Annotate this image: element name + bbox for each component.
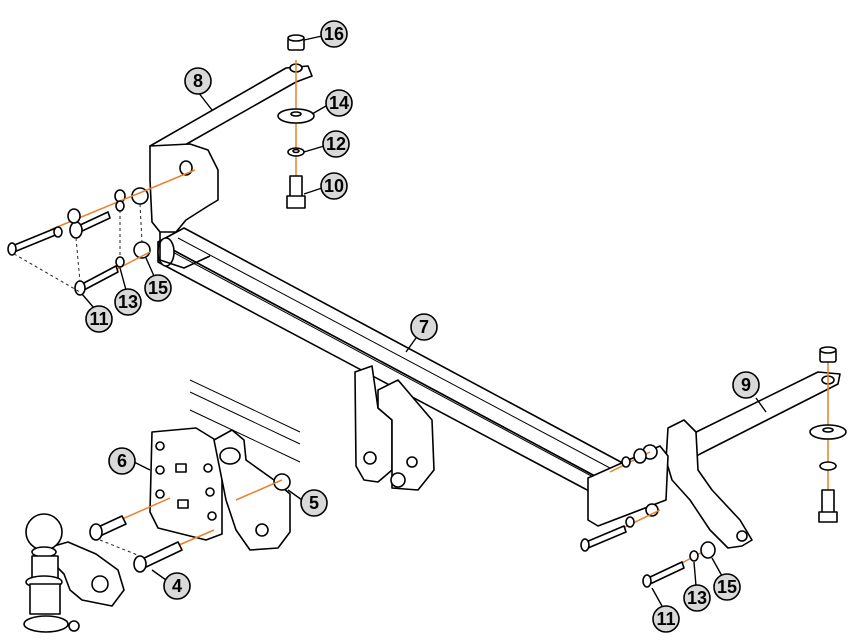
callout-6: 6: [108, 447, 151, 475]
top-left-hardware-stack: [277, 34, 315, 209]
svg-text:15: 15: [717, 577, 737, 597]
svg-text:15: 15: [148, 278, 168, 298]
svg-text:5: 5: [309, 493, 319, 513]
callout-13-left: 13: [114, 267, 142, 316]
svg-text:7: 7: [419, 317, 429, 337]
callout-8: 8: [184, 67, 213, 111]
tow-ball: [23, 513, 125, 633]
svg-text:6: 6: [117, 451, 127, 471]
svg-text:10: 10: [324, 176, 344, 196]
callout-12: 12: [303, 130, 350, 158]
left-bolts: [7, 169, 196, 296]
callout-15-left: 15: [144, 257, 172, 302]
callout-13-right: 13: [683, 561, 711, 612]
svg-text:14: 14: [329, 93, 349, 113]
svg-text:9: 9: [741, 375, 751, 395]
callout-11-right: 11: [651, 587, 680, 633]
callout-4: 4: [151, 569, 191, 600]
svg-text:12: 12: [326, 134, 346, 154]
left-bracket: [114, 63, 313, 269]
callout-14: 14: [311, 89, 353, 117]
callout-5: 5: [287, 489, 328, 517]
cross-tube: [157, 227, 633, 501]
right-bracket: [587, 371, 841, 549]
svg-text:11: 11: [89, 309, 108, 329]
callout-7: 7: [405, 313, 438, 353]
center-bracket: [354, 365, 435, 491]
svg-text:8: 8: [193, 71, 203, 91]
callout-15-right: 15: [711, 557, 741, 601]
callout-9: 9: [732, 371, 767, 413]
callout-11-left: 11: [81, 293, 113, 333]
callout-16: 16: [303, 20, 348, 48]
right-hardware-stack: [809, 346, 847, 523]
ball-mount-assembly: [89, 379, 301, 573]
callout-10: 10: [303, 172, 348, 200]
svg-text:13: 13: [687, 588, 707, 608]
svg-text:4: 4: [172, 576, 182, 596]
svg-text:13: 13: [118, 292, 138, 312]
svg-text:11: 11: [656, 609, 675, 629]
svg-text:16: 16: [324, 24, 344, 44]
right-bolts: [580, 448, 716, 588]
